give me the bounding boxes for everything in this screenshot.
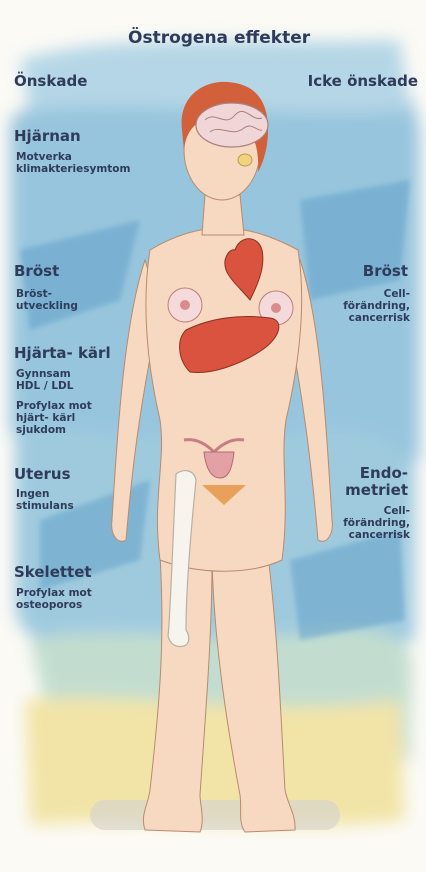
left-effect-line: osteoporos [16,599,82,611]
right-effect-heading: Bröst [363,262,408,280]
left-effect-line: Motverka [16,151,72,163]
left-effect-line: klimakteriesymtom [16,163,130,175]
left-effect-heading: Hjärnan [14,127,81,145]
diagram-title: Östrogena effekter [128,28,310,48]
column-right-label: Icke önskade [308,72,418,90]
left-effect-line: hjärt- kärl [16,412,75,424]
right-effect-line: förändring, [343,517,410,529]
left-effect-line: Bröst- [16,288,52,300]
left-effect-heading: Hjärta- kärl [14,344,111,362]
right-effect-line: Cell- [384,288,410,300]
right-effect-heading: metriet [345,481,408,499]
floor-shadow [90,800,340,830]
left-effect-heading: Uterus [14,465,71,483]
right-effect-heading: Endo- [360,464,408,482]
left-effect-line: Profylax mot [16,587,92,599]
left-effect-line: Gynnsam [16,368,71,380]
left-effect-line: stimulans [16,500,74,512]
right-effect-line: cancerrisk [349,312,410,324]
left-effect-line: Ingen [16,488,50,500]
left-effect-heading: Bröst [14,262,59,280]
left-effect-heading: Skelettet [14,563,92,581]
right-effect-line: cancerrisk [349,529,410,541]
left-effect-line: Profylax mot [16,400,92,412]
right-effect-line: förändring, [343,300,410,312]
right-effect-line: Cell- [384,505,410,517]
left-effect-line: HDL / LDL [16,380,73,392]
column-left-label: Önskade [14,72,87,90]
left-effect-line: sjukdom [16,424,66,436]
left-effect-line: utveckling [16,300,78,312]
